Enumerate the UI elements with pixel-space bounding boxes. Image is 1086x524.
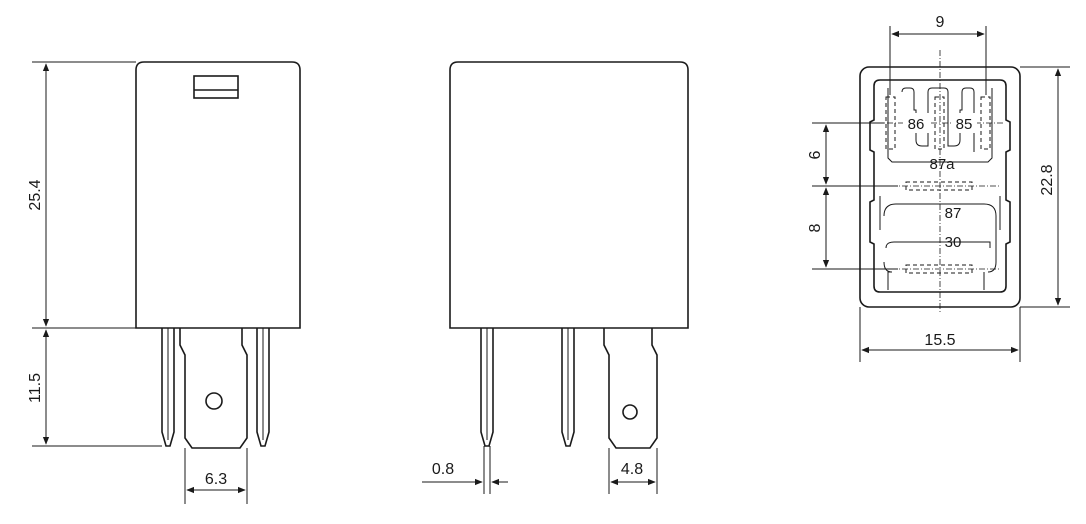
terminal-label-87a: 87a: [929, 156, 955, 173]
front-view-right-pin: [256, 328, 270, 447]
dim-pin-spacing-vertical-2: 8: [807, 223, 824, 232]
dim-base-height: 22.8: [1039, 164, 1056, 195]
front-view-left-pin: [161, 328, 175, 447]
dim-body-height: 25.4: [27, 179, 44, 210]
dim-pin-length: 11.5: [27, 373, 44, 403]
side-view-pin-hole: [622, 404, 638, 420]
side-view-middle-pin: [561, 328, 575, 447]
side-view-body: [449, 61, 689, 329]
dim-wide-pin-width: 6.3: [205, 471, 227, 488]
dim-side-pin-width: 4.8: [621, 461, 643, 478]
terminal-label-30: 30: [945, 234, 962, 251]
terminal-label-85: 85: [956, 116, 973, 133]
dim-pin-spacing-vertical-1: 6: [807, 150, 824, 159]
side-view-left-pin: [480, 328, 494, 447]
front-view-body: [135, 61, 301, 329]
front-view-center-pin: [179, 328, 248, 449]
dim-base-width: 15.5: [924, 332, 955, 349]
bottom-view: 86 85 87a 87 30 9 6 8 22.8 15.5: [807, 14, 1070, 362]
side-view: 0.8 4.8: [422, 61, 689, 494]
front-view: 25.4 11.5 6.3: [27, 61, 301, 504]
terminal-label-87: 87: [945, 205, 962, 222]
front-view-latch-slot: [193, 75, 239, 99]
bottom-view-inner-outline: [869, 79, 1011, 293]
side-view-right-pin: [603, 328, 658, 449]
dim-pin-spacing-top: 9: [936, 14, 945, 31]
dim-pin-thickness: 0.8: [432, 461, 454, 478]
terminal-label-86: 86: [908, 116, 925, 133]
front-view-pin-hole: [205, 392, 223, 410]
